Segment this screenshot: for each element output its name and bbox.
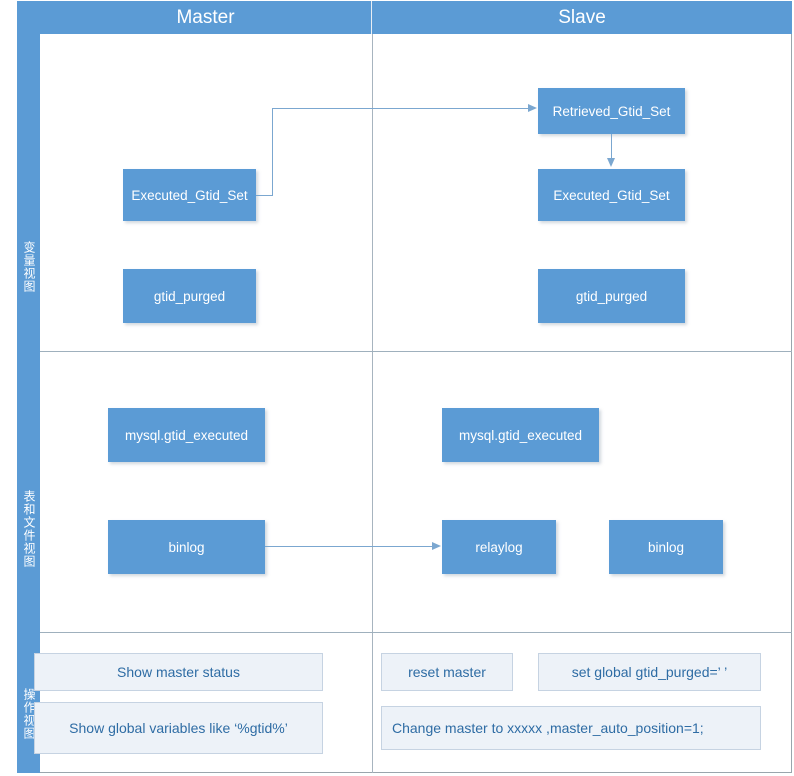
node-slave-mysql-gtid-executed[interactable]: mysql.gtid_executed [442, 408, 599, 462]
rail-label-variable-view: 变量视图 [22, 240, 36, 293]
rail-label-table-file-view: 表和文件视图 [22, 489, 36, 568]
node-master-gtid-purged[interactable]: gtid_purged [123, 269, 256, 323]
column-header-master: Master [40, 1, 372, 34]
column-divider [372, 34, 373, 773]
node-slave-relaylog[interactable]: relaylog [442, 520, 556, 574]
command-show-global-variables[interactable]: Show global variables like ‘%gtid%’ [34, 702, 323, 754]
connector-executed-to-retrieved-seg-v [272, 108, 273, 196]
node-slave-binlog[interactable]: binlog [609, 520, 723, 574]
node-slave-executed-gtid-set[interactable]: Executed_Gtid_Set [538, 169, 685, 221]
command-set-global-gtid-purged[interactable]: set global gtid_purged=’ ’ [538, 653, 761, 691]
node-master-binlog[interactable]: binlog [108, 520, 265, 574]
node-master-executed-gtid-set[interactable]: Executed_Gtid_Set [123, 169, 256, 221]
command-reset-master[interactable]: reset master [381, 653, 513, 691]
command-change-master-to[interactable]: Change master to xxxxx ,master_auto_posi… [381, 706, 761, 750]
section-rail: 变量视图 表和文件视图 操作视图 [17, 1, 40, 773]
connector-executed-to-retrieved-seg-h1 [256, 195, 273, 196]
connector-retrieved-to-executed-arrowhead [607, 158, 615, 167]
section-divider-table-operation [40, 632, 792, 633]
rail-label-operation-view: 操作视图 [22, 687, 36, 740]
node-slave-retrieved-gtid-set[interactable]: Retrieved_Gtid_Set [538, 88, 685, 134]
connector-executed-to-retrieved-seg-h2 [272, 108, 529, 109]
connector-binlog-to-relaylog-seg [265, 546, 433, 547]
connector-executed-to-retrieved-arrowhead [528, 104, 537, 112]
node-slave-gtid-purged[interactable]: gtid_purged [538, 269, 685, 323]
column-header-slave: Slave [372, 1, 792, 34]
connector-retrieved-to-executed-seg-v [611, 134, 612, 160]
node-master-mysql-gtid-executed[interactable]: mysql.gtid_executed [108, 408, 265, 462]
command-show-master-status[interactable]: Show master status [34, 653, 323, 691]
section-divider-variable-table [40, 351, 792, 352]
connector-binlog-to-relaylog-arrowhead [432, 542, 441, 550]
